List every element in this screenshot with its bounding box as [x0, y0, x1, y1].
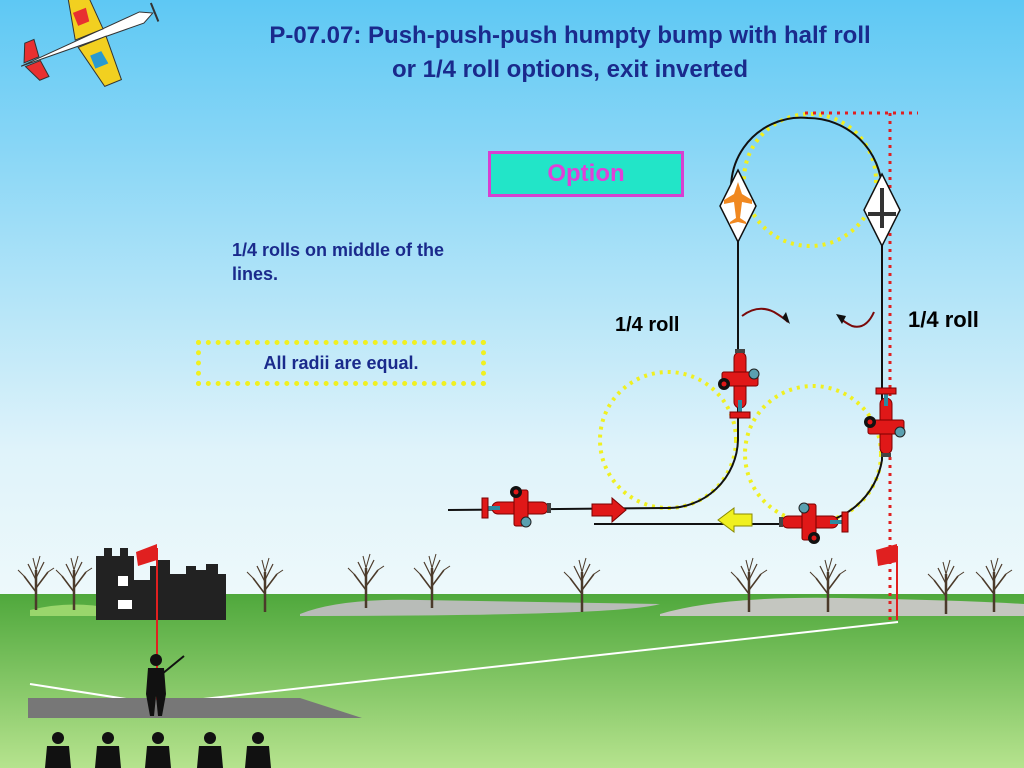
- roll-label-left: 1/4 roll: [615, 314, 680, 336]
- option-label: Option: [547, 160, 625, 187]
- light-green-hill: [30, 604, 110, 616]
- grey-hill-right: [660, 597, 1024, 616]
- right-marker-flag: [876, 544, 898, 620]
- castle-ruin-icon: [96, 548, 226, 620]
- vertical-reference-line: [805, 111, 918, 620]
- yellow-arrow-icon: [717, 507, 753, 533]
- aerobatic-plane-icon: [20, 0, 160, 87]
- page-title-line1: P-07.07: Push-push-push humpty bump with…: [269, 22, 871, 49]
- flight-path: [447, 116, 883, 526]
- quarter-roll-diamond-icon: [719, 168, 757, 244]
- sky: [0, 0, 1024, 600]
- red-flag-icon: [136, 544, 157, 566]
- radii-note: All radii are equal.: [263, 352, 419, 373]
- option-badge: Option: [488, 151, 684, 197]
- roll-label-right: 1/4 roll: [908, 307, 979, 332]
- quarter-roll-diamond-icon: [863, 172, 901, 248]
- red-arrow-icon: [591, 496, 627, 524]
- grey-hill: [300, 599, 660, 616]
- curved-arrow-head: [836, 314, 846, 324]
- sight-line: [157, 621, 899, 705]
- page-title-line2: or 1/4 roll options, exit inverted: [391, 56, 749, 83]
- curved-arrow-head: [782, 312, 790, 324]
- runway: [28, 698, 362, 718]
- pilot-silhouette-icon: [146, 654, 185, 716]
- top-loop-circle: [742, 112, 878, 248]
- quarter-rolls-note: 1/4 rolls on middle of the lines.: [232, 240, 445, 284]
- grass-field: [0, 594, 1024, 768]
- red-flag-icon: [876, 544, 897, 566]
- radii-note-box: All radii are equal.: [196, 340, 486, 386]
